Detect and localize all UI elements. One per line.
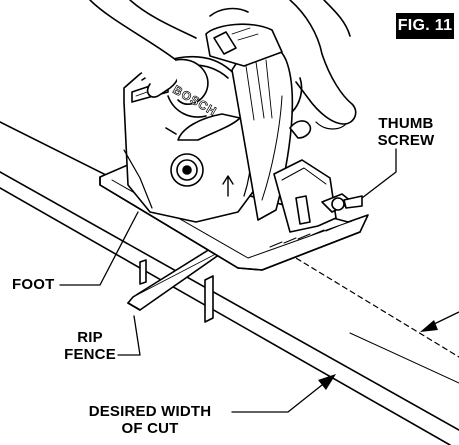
thumb-screw-leader: [361, 148, 397, 199]
desired-width-label: DESIRED WIDTH OF CUT: [62, 403, 238, 437]
figure-label: FIG. 11: [396, 13, 454, 39]
thumb-screw: [289, 120, 363, 213]
thumb-screw-label-line1: THUMB: [378, 115, 434, 132]
cut-line-arrowhead: [420, 320, 438, 332]
foot-label: FOOT: [12, 276, 55, 293]
operator-right-hand: [289, 0, 357, 130]
rear-handle: [205, 23, 283, 67]
desired-width-label-line1: DESIRED WIDTH: [88, 403, 212, 420]
desired-width-label-line2: OF CUT: [121, 420, 179, 437]
foot-leader: [59, 211, 139, 286]
thumb-screw-label-line2: SCREW: [377, 132, 435, 149]
desired-width-leader: [231, 384, 323, 413]
rip-fence-label: RIP FENCE: [58, 329, 122, 363]
operator-left-hand: [89, 0, 249, 118]
blade-direction-arrow: [222, 175, 234, 197]
rip-fence-label-line1: RIP: [77, 329, 103, 346]
bevel-bracket: [273, 159, 337, 233]
thumb-screw-label: THUMB SCREW: [356, 115, 456, 149]
rip-fence-leader: [117, 315, 141, 356]
blade-arbor: [170, 153, 204, 187]
rip-fence-label-line2: FENCE: [64, 346, 116, 363]
desired-width-arrow: [318, 374, 336, 390]
